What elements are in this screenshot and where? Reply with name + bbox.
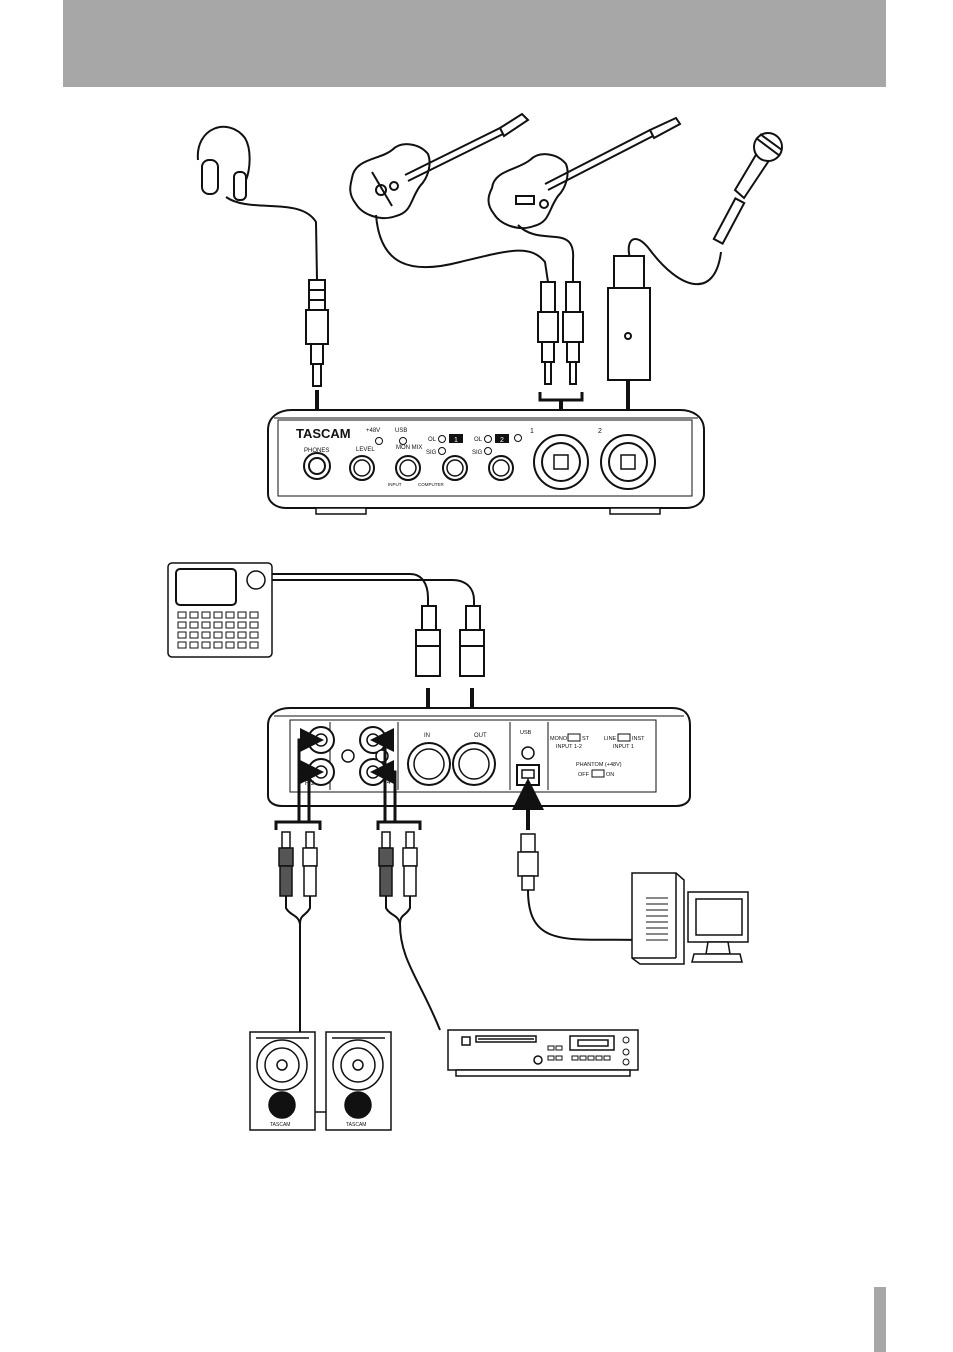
phantom-switch-label: PHANTOM (+48V) xyxy=(576,762,622,768)
level-label: LEVEL xyxy=(356,447,375,453)
usb-led xyxy=(399,437,407,445)
l1-label: L/1 xyxy=(305,741,314,747)
on-label: ON xyxy=(606,772,614,778)
ol-label-1: OL xyxy=(428,437,437,443)
phantom-switch[interactable] xyxy=(591,769,605,778)
headphone-plug xyxy=(305,279,329,387)
phones-label: PHONES xyxy=(304,448,329,454)
computer-label: COMPUTER xyxy=(418,482,445,487)
input2-number: 2 xyxy=(598,428,602,435)
drum-machine-icon xyxy=(167,562,273,658)
rear-panel: L/1 R/2 3 4 IN OUT USB MONO ST INPUT 1-2… xyxy=(267,707,691,807)
ol-led-2 xyxy=(484,435,492,443)
speaker-brand-right: TASCAM xyxy=(346,1122,366,1128)
line-inst-switch[interactable] xyxy=(617,733,631,742)
speaker-brand-left: TASCAM xyxy=(270,1122,290,1128)
ol-label-2: OL xyxy=(474,437,483,443)
mono-label: MONO xyxy=(550,736,568,742)
usb-port-label: USB xyxy=(520,730,532,736)
usb-plug xyxy=(517,833,539,891)
sig-label-1: SIG xyxy=(426,450,437,456)
guitar-led xyxy=(514,434,522,442)
computer-icon xyxy=(631,872,749,965)
monitor-speaker-icon xyxy=(249,1031,392,1131)
ch1-label: 1 xyxy=(454,437,458,444)
off-label: OFF xyxy=(578,772,590,778)
sig-led-2 xyxy=(484,447,492,455)
midi-out-label: OUT xyxy=(474,733,487,739)
st-label: ST xyxy=(582,736,590,742)
rca-plugs-cd xyxy=(378,831,418,897)
brand-logo: TASCAM xyxy=(296,426,351,441)
page-side-tab xyxy=(874,1287,886,1352)
xlr-plug xyxy=(607,255,651,381)
headphones-icon xyxy=(196,126,318,281)
front-panel: TASCAM +48V USB PHONES LEVEL MON MIX INP… xyxy=(267,409,705,515)
ol-led-1 xyxy=(438,435,446,443)
mono-st-switch[interactable] xyxy=(567,733,581,742)
electric-guitar-icon xyxy=(349,112,530,220)
input-label: INPUT xyxy=(388,482,402,487)
midi-plugs xyxy=(415,605,485,677)
rca-plugs-speakers xyxy=(278,831,318,897)
input12-label: INPUT 1-2 xyxy=(556,744,582,750)
phantom-label: +48V xyxy=(366,428,380,434)
phantom-led xyxy=(375,437,383,445)
usb-label: USB xyxy=(395,428,407,434)
microphone-icon xyxy=(712,132,783,246)
input1-label: INPUT 1 xyxy=(613,744,634,750)
mon-mix-label: MON MIX xyxy=(396,445,422,451)
bass-guitar-icon xyxy=(487,116,682,230)
line-label: LINE xyxy=(604,736,617,742)
guitar-plugs xyxy=(537,281,584,385)
sig-label-2: SIG xyxy=(472,450,483,456)
inst-label: INST xyxy=(632,736,645,742)
cd-player-icon xyxy=(447,1029,639,1077)
input1-number: 1 xyxy=(530,428,534,435)
ch2-label: 2 xyxy=(500,437,504,444)
sig-led-1 xyxy=(438,447,446,455)
header-bar xyxy=(63,0,886,87)
midi-in-label: IN xyxy=(424,733,430,739)
